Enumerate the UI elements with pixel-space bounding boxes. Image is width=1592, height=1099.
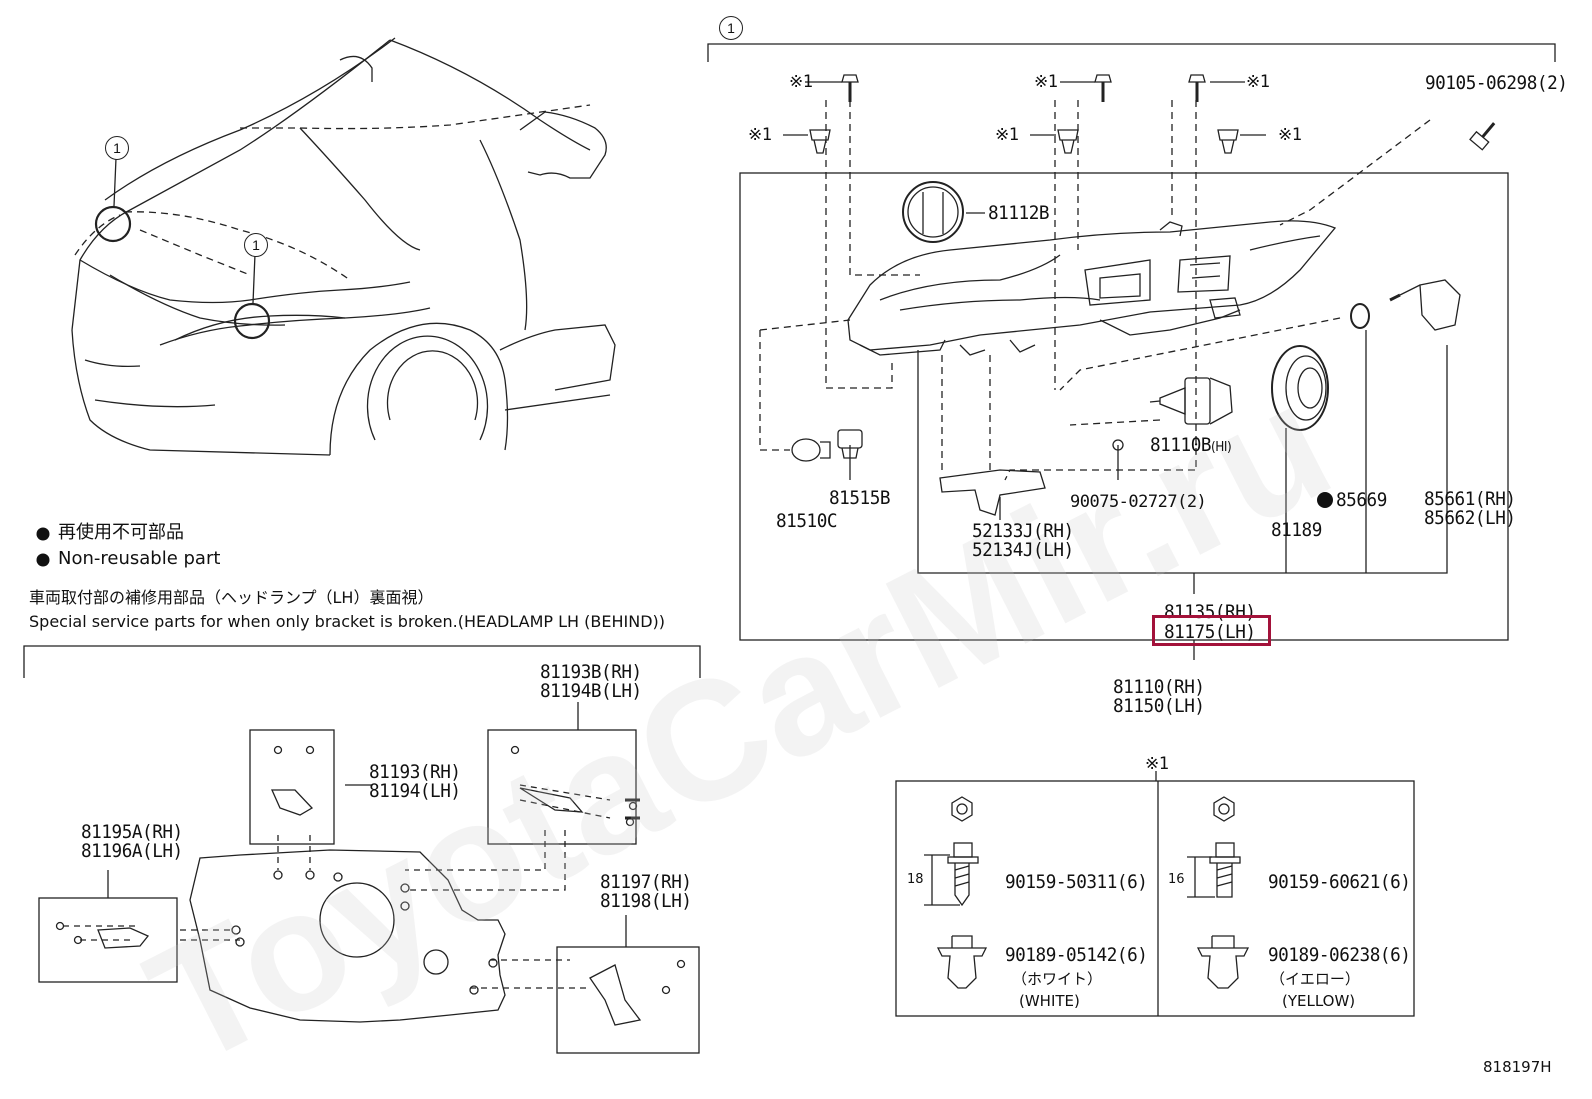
part-90189-05142[interactable]: 90189-05142(6) bbox=[1005, 944, 1148, 966]
part-81194: 81194(LH) bbox=[369, 780, 461, 802]
part-81189[interactable]: 81189 bbox=[1271, 519, 1322, 541]
part-81193-81194[interactable]: 81193(RH)81194(LH) bbox=[369, 763, 461, 801]
service-bracket bbox=[23, 645, 701, 678]
oring-icon bbox=[1350, 303, 1370, 329]
cap-81112b-icon bbox=[902, 181, 964, 243]
fastener-icons bbox=[783, 74, 1496, 154]
part-81195a-81196a[interactable]: 81195A(RH)81196A(LH) bbox=[81, 823, 183, 861]
box-81193b bbox=[487, 729, 637, 845]
asterisk-label: ※1 bbox=[789, 72, 813, 92]
callout-number: 1 bbox=[105, 136, 129, 160]
clip-yellow-icon bbox=[1196, 935, 1250, 989]
headlamp-back-plate bbox=[189, 849, 506, 1023]
part-81110b-number: 81110B bbox=[1150, 434, 1212, 456]
legend-non-reusable-en: Non-reusable part bbox=[58, 548, 221, 569]
bracket-52133j-icon bbox=[939, 469, 1046, 520]
part-85661-85662[interactable]: 85661(RH)85662(LH) bbox=[1424, 490, 1516, 528]
clip-white-icon bbox=[936, 935, 988, 989]
asterisk-label: ※1 bbox=[995, 125, 1019, 145]
part-90105[interactable]: 90105-06298(2) bbox=[1425, 72, 1568, 94]
fastener-table-header: ※1 bbox=[1145, 754, 1169, 774]
part-81197: 81197(RH) bbox=[600, 871, 692, 893]
service-title-jp: 車両取付部の補修用部品（ヘッドランプ（LH）裏面視） bbox=[29, 588, 434, 607]
bolt-length-right: 16 bbox=[1168, 872, 1185, 887]
part-81193b-81194b[interactable]: 81193B(RH)81194B(LH) bbox=[540, 663, 642, 701]
part-85662: 85662(LH) bbox=[1424, 507, 1516, 529]
service-dashed bbox=[63, 784, 611, 989]
asterisk-label: ※1 bbox=[1034, 72, 1058, 92]
part-81193b: 81193B(RH) bbox=[540, 661, 642, 683]
part-81195a: 81195A(RH) bbox=[81, 821, 183, 843]
part-81198: 81198(LH) bbox=[600, 890, 692, 912]
service-screws bbox=[55, 745, 686, 1026]
box-81197 bbox=[556, 946, 700, 1054]
headlamp-illustration bbox=[847, 220, 1337, 356]
part-81196a: 81196A(LH) bbox=[81, 840, 183, 862]
part-81510c[interactable]: 81510C bbox=[776, 510, 838, 532]
clip-color-left-en: (WHITE) bbox=[1019, 992, 1080, 1010]
assembly-leaders bbox=[759, 100, 1431, 481]
callout-ring-lower bbox=[233, 302, 271, 340]
legend-non-reusable-jp: 再使用不可部品 bbox=[58, 522, 184, 543]
highlight-box bbox=[1152, 615, 1271, 646]
service-leaders bbox=[107, 702, 627, 947]
part-81175[interactable]: 81175(LH) bbox=[1164, 621, 1256, 643]
part-81112b[interactable]: 81112B bbox=[988, 202, 1050, 224]
socket-81515b-icon bbox=[837, 429, 863, 459]
part-81110b[interactable]: 81110B(HI) bbox=[1150, 434, 1232, 456]
diagram-code: 818197H bbox=[1483, 1058, 1552, 1076]
box-81193 bbox=[249, 729, 335, 845]
part-85661: 85661(RH) bbox=[1424, 488, 1516, 510]
clip-color-right-jp: （イエロー） bbox=[1270, 970, 1360, 988]
part-81515b[interactable]: 81515B bbox=[829, 487, 891, 509]
non-reusable-bullet bbox=[1317, 492, 1333, 508]
leveling-motor-icon bbox=[1389, 279, 1461, 331]
part-52133j-52134j[interactable]: 52133J(RH)52134J(LH) bbox=[972, 522, 1074, 560]
screw-90075-icon bbox=[1112, 439, 1124, 451]
part-81110: 81110(RH) bbox=[1113, 676, 1205, 698]
part-90159-50311[interactable]: 90159-50311(6) bbox=[1005, 871, 1148, 893]
part-52134j: 52134J(LH) bbox=[972, 539, 1074, 561]
callout-number: 1 bbox=[244, 233, 268, 257]
part-81197-81198[interactable]: 81197(RH)81198(LH) bbox=[600, 873, 692, 911]
fastener-table-frame bbox=[895, 780, 1415, 1017]
callout-number: 1 bbox=[719, 16, 743, 40]
hex-bolt-right-icon bbox=[1187, 796, 1241, 898]
assembly-box bbox=[739, 172, 1509, 641]
part-90159-60621[interactable]: 90159-60621(6) bbox=[1268, 871, 1411, 893]
clip-color-right-en: (YELLOW) bbox=[1282, 992, 1356, 1010]
part-81110b-suffix: (HI) bbox=[1211, 440, 1232, 455]
car-front-illustration bbox=[71, 37, 616, 456]
part-81150: 81150(LH) bbox=[1113, 695, 1205, 717]
part-90189-06238[interactable]: 90189-06238(6) bbox=[1268, 944, 1411, 966]
asterisk-label: ※1 bbox=[1278, 125, 1302, 145]
assembly-bracket bbox=[707, 43, 1556, 62]
asterisk-label: ※1 bbox=[748, 125, 772, 145]
collector-line bbox=[917, 345, 1448, 574]
bulb-81510c-icon bbox=[791, 438, 831, 462]
part-81194b: 81194B(LH) bbox=[540, 680, 642, 702]
part-81193: 81193(RH) bbox=[369, 761, 461, 783]
callout-ring-upper bbox=[94, 205, 132, 243]
service-title-en: Special service parts for when only brac… bbox=[29, 612, 666, 631]
clip-color-left-jp: （ホワイト） bbox=[1012, 970, 1103, 988]
bulb-icon bbox=[1149, 377, 1233, 425]
hex-bolt-left-icon bbox=[924, 796, 979, 907]
socket-81189-icon bbox=[1271, 345, 1329, 431]
part-85669[interactable]: 85669 bbox=[1336, 489, 1387, 511]
bolt-length-left: 18 bbox=[907, 872, 924, 887]
part-90075[interactable]: 90075-02727(2) bbox=[1070, 492, 1207, 512]
part-81110-81150[interactable]: 81110(RH)81150(LH) bbox=[1113, 678, 1205, 716]
asterisk-label: ※1 bbox=[1246, 72, 1270, 92]
part-52133j: 52133J(RH) bbox=[972, 520, 1074, 542]
